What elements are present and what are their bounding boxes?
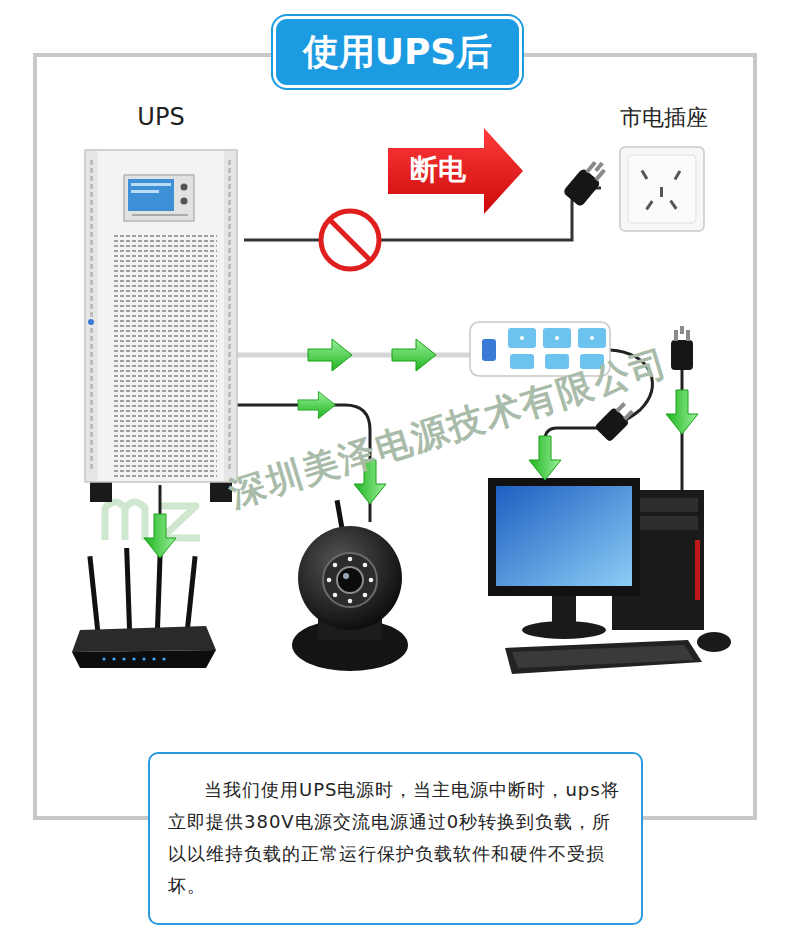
- title-box: 使用UPS后: [273, 16, 522, 88]
- desktop-computer: [488, 478, 731, 674]
- title-text: 使用UPS后: [303, 28, 493, 77]
- node-label: 断电: [410, 151, 466, 189]
- prohibition-sign: [321, 211, 379, 269]
- ups-node: UPS: [78, 100, 244, 505]
- caption-box: 当我们使用UPS电源时，当主电源中断时，ups将立即提供380V电源交流电源通过…: [148, 752, 643, 925]
- green-power-arrows: [144, 339, 698, 558]
- power-line: [244, 188, 601, 240]
- ups-cabinet-drawing: [85, 150, 237, 502]
- power-cut-arrow: 断电: [388, 128, 523, 214]
- wall-outlet: [620, 147, 704, 231]
- ip-camera: [292, 500, 408, 671]
- router: [72, 548, 216, 668]
- node-label: 市电插座: [601, 104, 727, 132]
- logo-watermark: [105, 502, 200, 540]
- unplugged-plug: [562, 155, 611, 207]
- outlet-node: 市电插座: [601, 100, 727, 235]
- caption-text: 当我们使用UPS电源时，当主电源中断时，ups将立即提供380V电源交流电源通过…: [168, 774, 623, 902]
- frame-border: [35, 55, 755, 818]
- node-label: UPS: [78, 102, 244, 132]
